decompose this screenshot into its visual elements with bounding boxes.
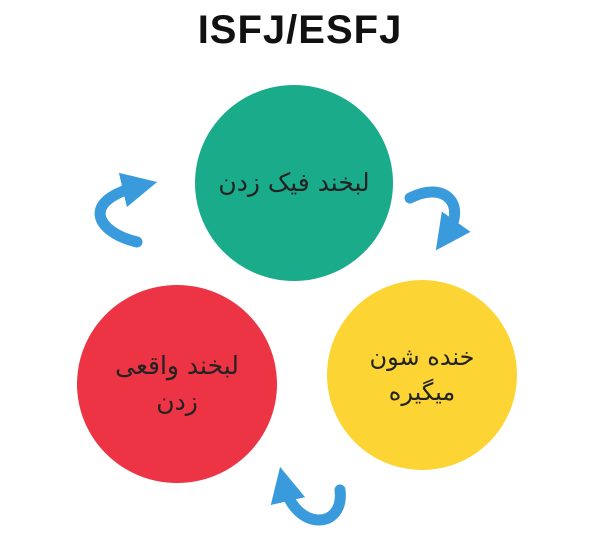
node-fake-smile-label: لبخند فیک زدن [218,167,370,197]
curved-arrow-icon [270,466,346,526]
node-they-laugh-label: خنده شون میگیره [369,343,475,406]
curved-arrow-icon [404,186,471,251]
node-real-smile-label: لبخند واقعی زدن [115,350,239,416]
diagram-title: ISFJ/ESFJ [197,8,403,52]
curved-arrow-icon [94,172,158,248]
node-they-laugh: خنده شون میگیره [327,280,517,470]
node-real-smile: لبخند واقعی زدن [77,285,277,483]
node-fake-smile: لبخند فیک زدن [195,85,393,281]
